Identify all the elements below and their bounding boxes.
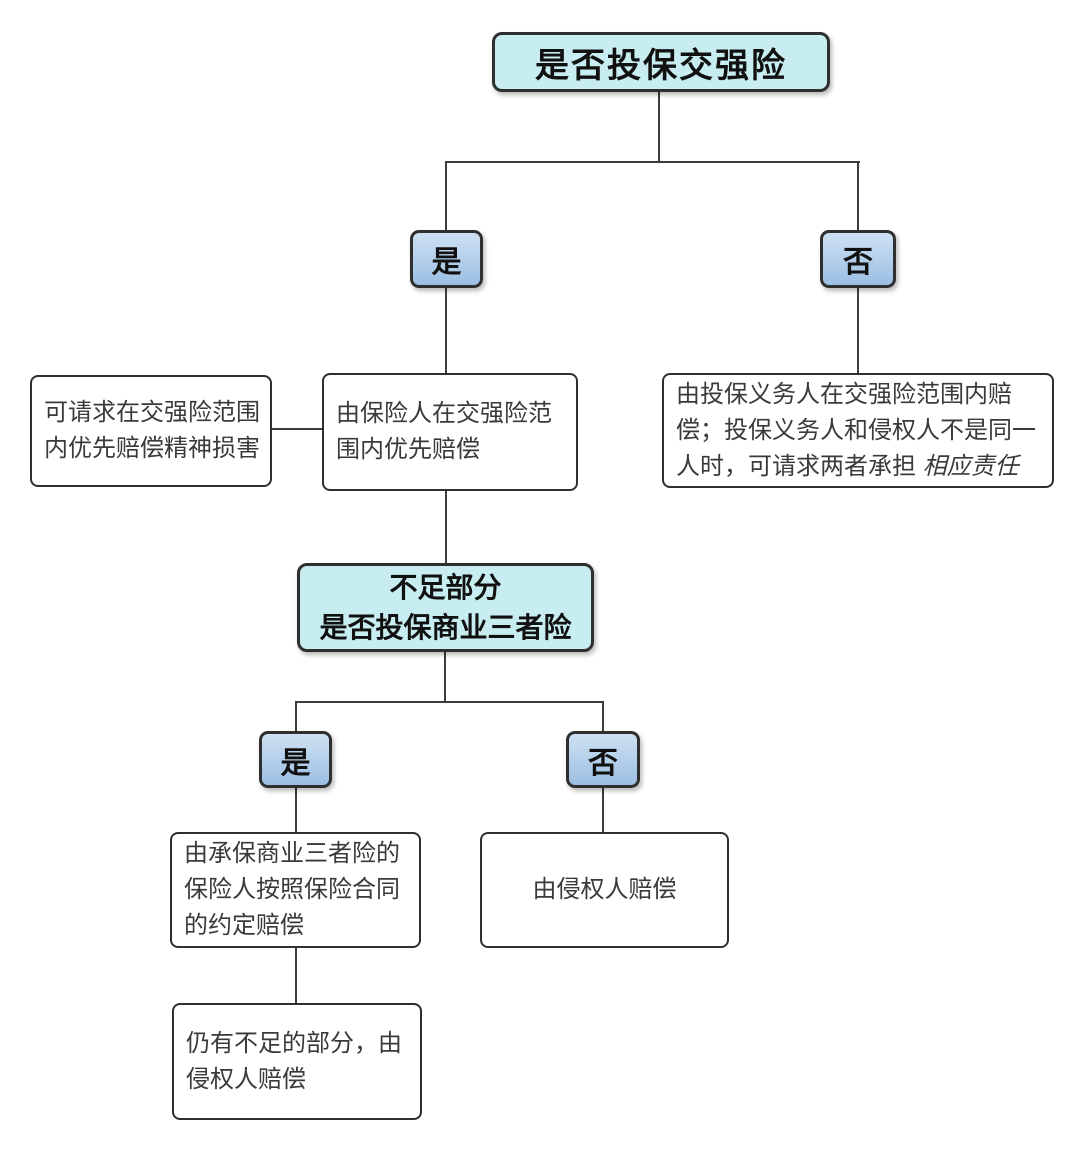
answer-node-obligor-pay: 由投保义务人在交强险范围内赔 偿；投保义务人和侵权人不是同一 人时，可请求两者承… [662,373,1054,488]
connector-root-down [658,92,660,162]
insurer-priority-text: 由保险人在交强险范 围内优先赔偿 [336,396,564,468]
remaining-shortfall-line-2: 侵权人赔偿 [186,1065,306,1093]
shortfall-line-2: 是否投保商业三者险 [319,611,572,643]
commercial-insurer-line-2: 保险人按照保险合同 [184,876,400,903]
decision-node-shortfall: 不足部分 是否投保商业三者险 [297,563,594,652]
connector-mental-insurer [272,428,322,430]
connector-yes1-down [445,288,447,375]
insurer-priority-line-2: 围内优先赔偿 [336,436,480,463]
branch-node-yes-1: 是 [410,230,483,288]
connector-no1-down [857,288,859,375]
branch-yes-2-label: 是 [280,746,311,780]
connector-to-no1 [857,161,859,231]
branch-no-1-label: 否 [843,246,873,279]
obligor-pay-line-3-text: 人时，可请求两者承担 [676,452,923,480]
insurer-priority-line-1: 由保险人在交强险范 [336,400,552,427]
obligor-pay-line-3: 人时，可请求两者承担 相应责任 [676,449,1040,485]
answer-node-mental-damage: 可请求在交强险范围 内优先赔偿精神损害 [30,375,272,487]
obligor-pay-line-1: 由投保义务人在交强险范围内赔 [676,380,1012,408]
mental-damage-line-2: 内优先赔偿精神损害 [44,435,260,462]
branch-node-no-1: 否 [820,230,896,288]
decision-node-root: 是否投保交强险 [492,32,830,92]
tortfeasor-pay-label: 由侵权人赔偿 [532,876,677,903]
answer-node-remaining-shortfall: 仍有不足的部分，由 侵权人赔偿 [172,1003,422,1120]
mental-damage-text: 可请求在交强险范围 内优先赔偿精神损害 [44,395,260,467]
branch-no-2-label: 否 [588,746,618,780]
answer-node-tortfeasor-pay: 由侵权人赔偿 [480,832,729,948]
commercial-insurer-text: 由承保商业三者险的 保险人按照保险合同 的约定赔偿 [184,836,407,944]
connector-yes2-down [295,788,297,834]
connector-branch2-horizontal [295,701,604,703]
connector-shortfall-down [444,652,446,703]
connector-to-yes2 [295,701,297,732]
remaining-shortfall-text: 仍有不足的部分，由 侵权人赔偿 [186,1026,408,1098]
connector-no2-down [602,788,604,834]
connector-branch1-horizontal [445,161,860,163]
branch-node-yes-2: 是 [259,731,332,788]
obligor-pay-emphasis: 相应责任 [922,452,1019,480]
mental-damage-line-1: 可请求在交强险范围 [44,399,260,426]
branch-node-no-2: 否 [566,731,640,788]
connector-to-no2 [602,701,604,732]
answer-node-insurer-priority: 由保险人在交强险范 围内优先赔偿 [322,373,578,491]
connector-insurer-shortfall [445,491,447,564]
commercial-insurer-line-1: 由承保商业三者险的 [184,840,400,867]
connector-to-yes1 [445,161,447,231]
obligor-pay-line-2: 偿；投保义务人和侵权人不是同一 [676,416,1036,444]
answer-node-commercial-insurer: 由承保商业三者险的 保险人按照保险合同 的约定赔偿 [170,832,421,948]
shortfall-line-1: 不足部分 [389,571,502,603]
shortfall-text: 不足部分 是否投保商业三者险 [319,568,571,648]
commercial-insurer-line-3: 的约定赔偿 [184,912,304,939]
remaining-shortfall-line-1: 仍有不足的部分，由 [186,1029,402,1057]
connector-commercial-remaining [295,948,297,1005]
branch-yes-1-label: 是 [431,246,462,279]
obligor-pay-text: 由投保义务人在交强险范围内赔 偿；投保义务人和侵权人不是同一 人时，可请求两者承… [676,377,1040,485]
decision-root-label: 是否投保交强险 [535,46,787,85]
